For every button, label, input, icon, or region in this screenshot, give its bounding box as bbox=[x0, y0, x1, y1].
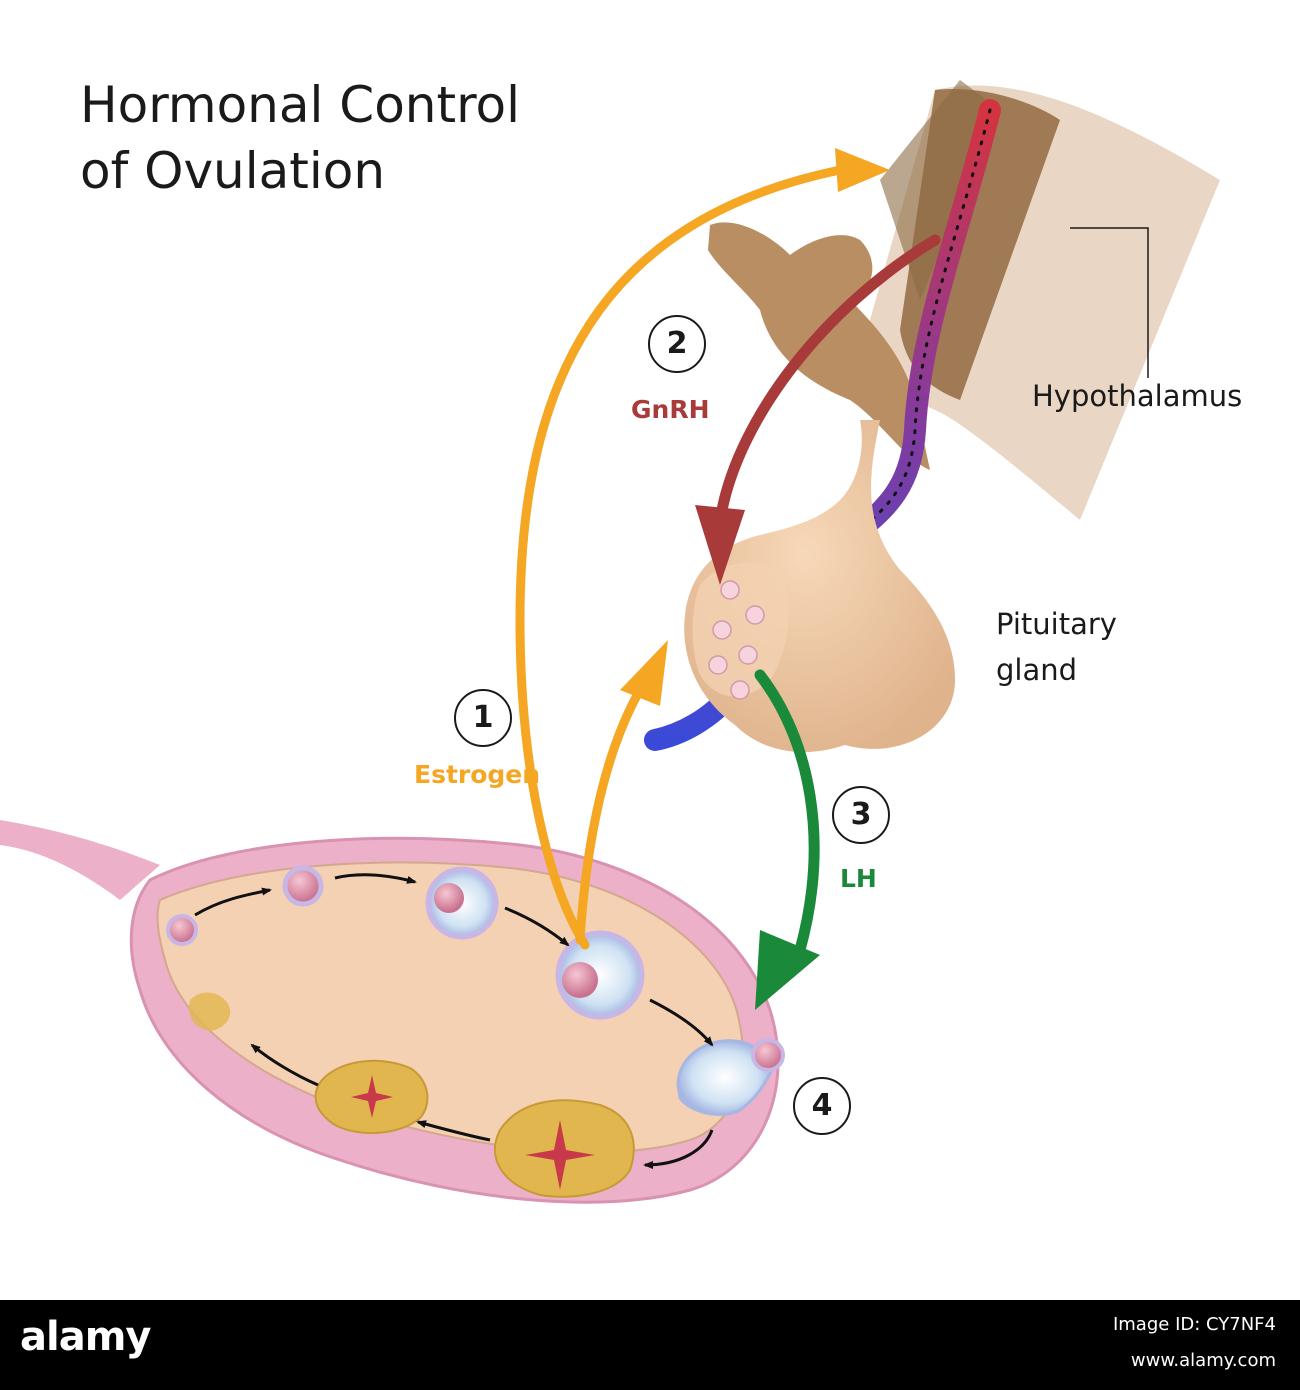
watermark-logo: alamy bbox=[20, 1314, 151, 1360]
title-line-1: Hormonal Control bbox=[80, 76, 521, 134]
hypothalamus-shape bbox=[708, 80, 1220, 520]
gnrh-arrow bbox=[695, 234, 941, 585]
title-line-2: of Ovulation bbox=[80, 142, 386, 200]
ovulation-diagram bbox=[0, 80, 1220, 1204]
step-1-marker: 1 bbox=[454, 689, 512, 747]
estrogen-arrows bbox=[515, 148, 890, 950]
estrogen-label: Estrogen bbox=[414, 760, 541, 789]
step-3-marker: 3 bbox=[832, 786, 890, 844]
lh-label: LH bbox=[840, 864, 877, 893]
hypothalamus-label: Hypothalamus bbox=[1032, 379, 1243, 413]
pituitary-label-line-2: gland bbox=[996, 653, 1078, 687]
step-2-marker: 2 bbox=[648, 315, 706, 373]
hypothalamus-leader-line bbox=[1070, 227, 1149, 378]
page-title: Hormonal Control of Ovulation bbox=[80, 72, 520, 204]
step-4-marker: 4 bbox=[793, 1077, 851, 1135]
follicle-cycle bbox=[166, 865, 785, 1198]
watermark-image-id: Image ID: CY7NF4 bbox=[1112, 1314, 1276, 1335]
watermark-url: www.alamy.com bbox=[1130, 1350, 1276, 1371]
watermark-footer: alamy Image ID: CY7NF4 www.alamy.com bbox=[0, 1300, 1300, 1390]
gnrh-label: GnRH bbox=[631, 395, 710, 424]
pituitary-gland bbox=[684, 420, 955, 753]
lh-arrow bbox=[754, 669, 820, 1010]
pituitary-label-line-1: Pituitary bbox=[996, 607, 1117, 641]
